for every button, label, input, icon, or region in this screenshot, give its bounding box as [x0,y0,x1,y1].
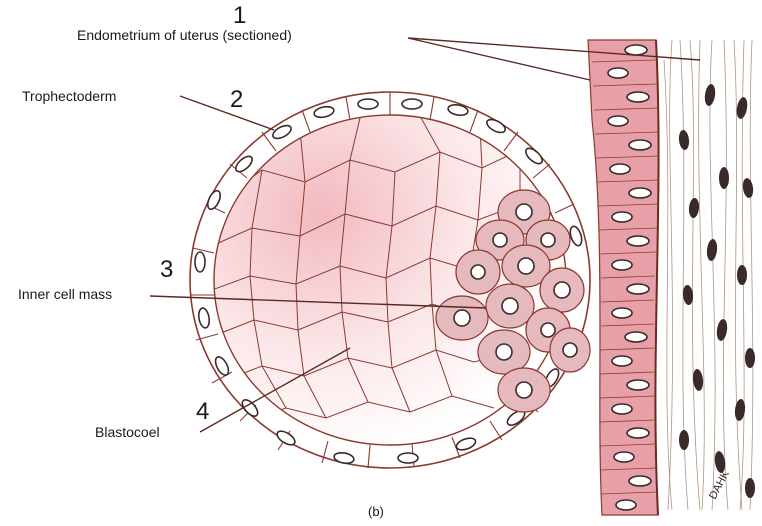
label-trophectoderm: Trophectoderm [22,88,116,104]
label-blastocoel: Blastocoel [95,424,160,440]
figure-caption: (b) [368,504,384,519]
label-number-3: 3 [160,256,173,284]
label-number-1: 1 [233,2,246,30]
leader-trophectoderm [180,96,274,130]
blastocyst [190,92,590,468]
label-inner-cell-mass: Inner cell mass [18,286,112,302]
label-endometrium: Endometrium of uterus (sectioned) [77,27,292,43]
label-number-4: 4 [196,398,209,426]
uterine-stroma [664,40,755,510]
label-number-2: 2 [230,86,243,114]
endometrium-epithelium [588,40,659,515]
artist-signature: DAHK [707,468,732,501]
